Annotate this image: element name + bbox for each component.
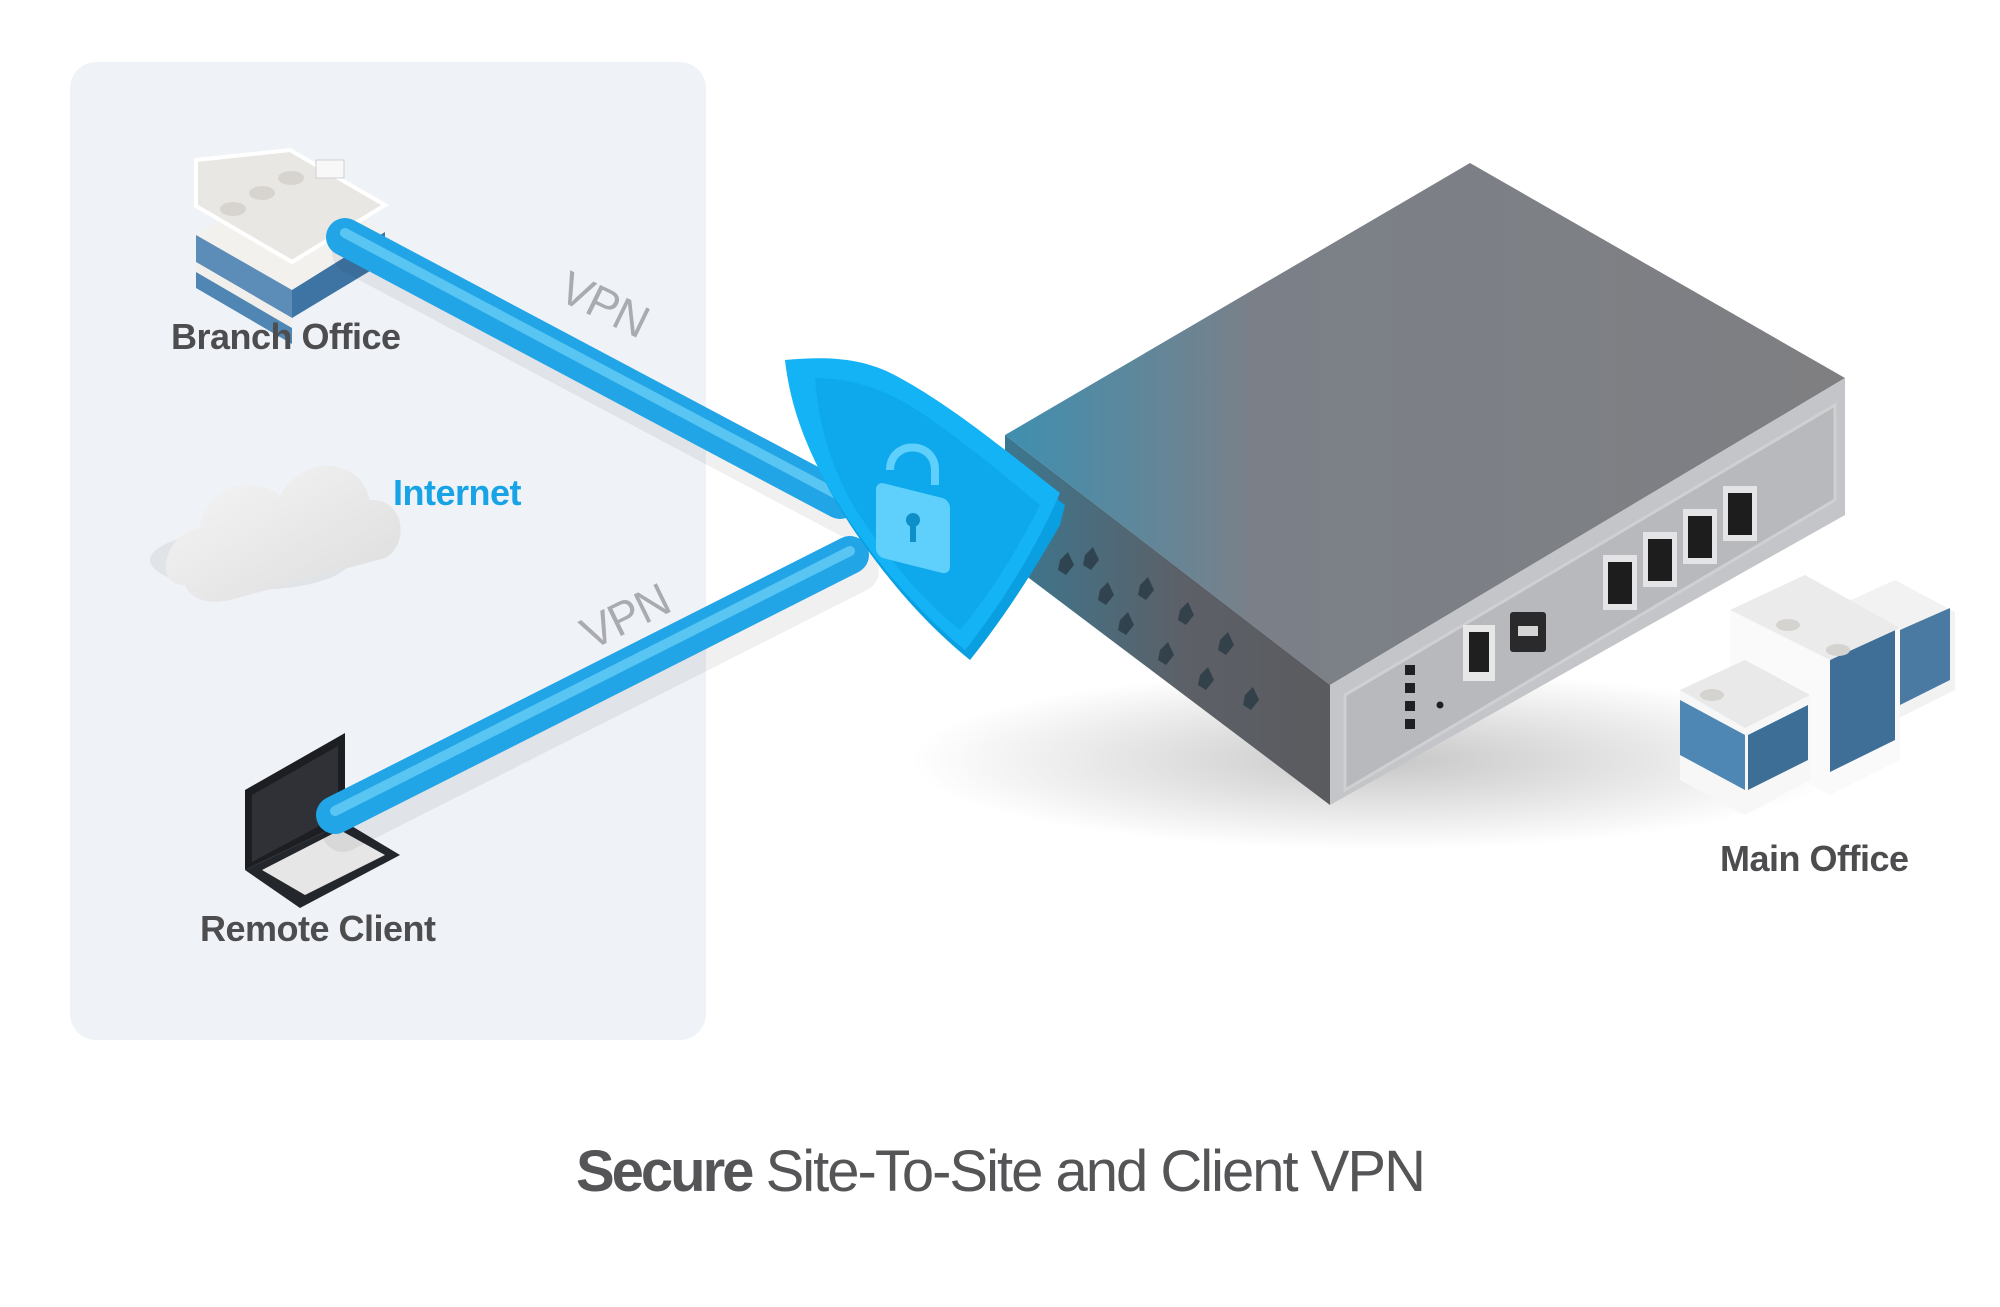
internet-label: Internet xyxy=(393,472,522,513)
shield-lock-icon xyxy=(785,358,1065,660)
branch-office-label: Branch Office xyxy=(171,316,401,357)
vent-holes xyxy=(1058,547,1259,710)
office-buildings-icon xyxy=(1680,575,1955,815)
caption-emphasis: Secure xyxy=(575,1139,754,1204)
lan-ports xyxy=(1603,486,1757,610)
laptop-icon xyxy=(245,733,400,908)
cloud-icon xyxy=(150,465,401,602)
vpn-tunnel-branch xyxy=(326,218,869,537)
main-office-label: Main Office xyxy=(1720,838,1909,879)
vpn-router-icon xyxy=(1005,163,1845,805)
diagram-caption: Secure Site-To-Site and Client VPN xyxy=(0,1138,2000,1205)
remote-client-label: Remote Client xyxy=(200,908,436,949)
caption-text: Site-To-Site and Client VPN xyxy=(751,1139,1426,1204)
vpn-tunnel-client xyxy=(316,536,879,852)
status-leds xyxy=(1405,665,1444,729)
